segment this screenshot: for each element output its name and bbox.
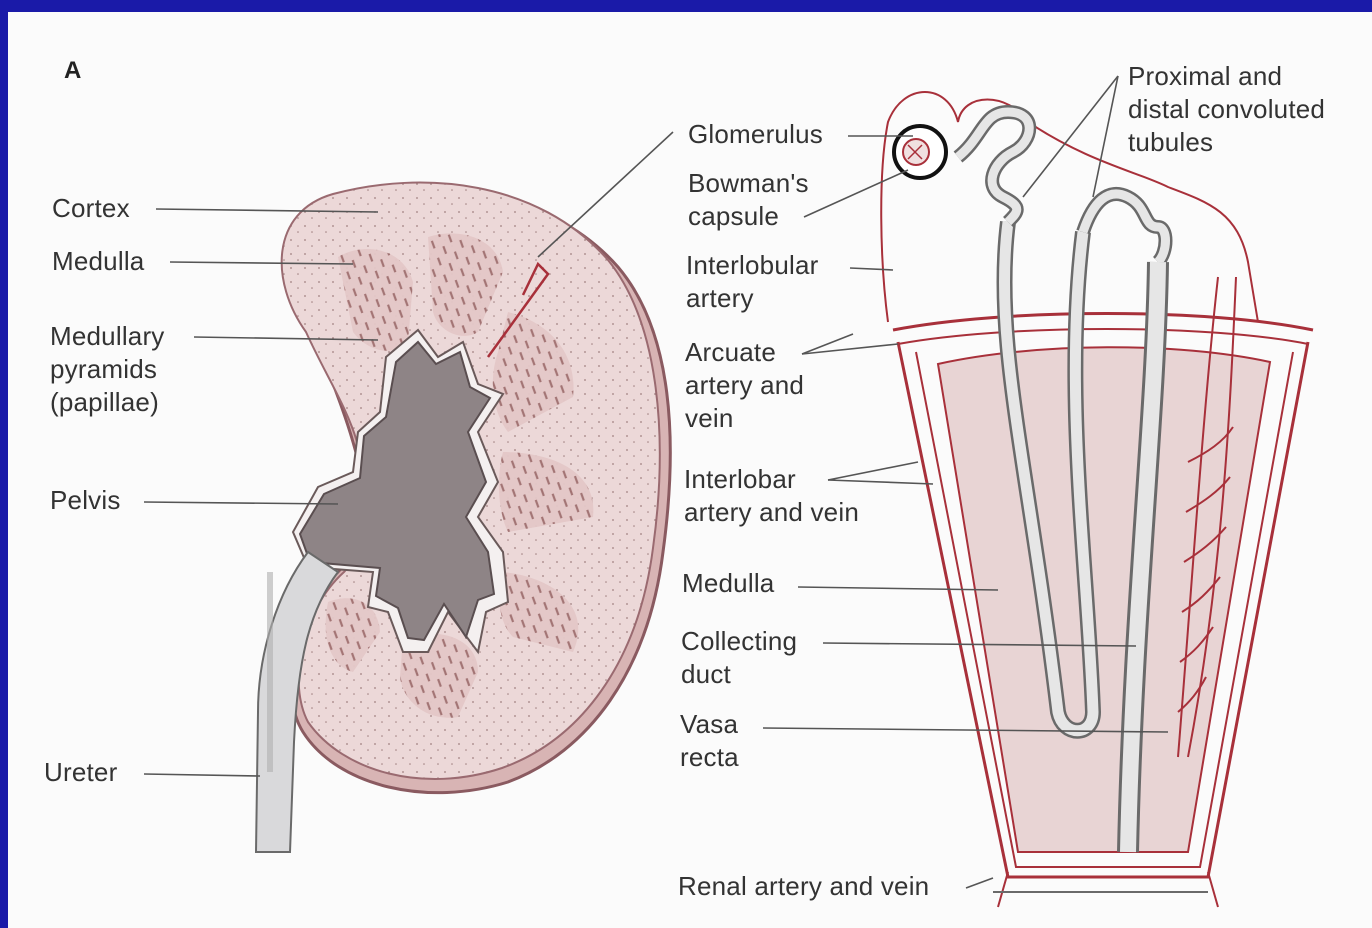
kidney-section <box>256 183 670 852</box>
label-arcuate: Arcuate artery and vein <box>685 336 804 435</box>
label-ureter: Ureter <box>44 756 117 789</box>
label-cortex: Cortex <box>52 192 130 225</box>
label-medullary-pyramids: Medullary pyramids (papillae) <box>50 320 165 419</box>
label-collecting-duct: Collecting duct <box>681 625 797 691</box>
label-interlobular-artery: Interlobular artery <box>686 249 818 315</box>
label-bowmans-capsule: Bowman's capsule <box>688 167 809 233</box>
label-vasa-recta: Vasa recta <box>680 708 739 774</box>
label-pelvis: Pelvis <box>50 484 121 517</box>
label-renal-artery-vein: Renal artery and vein <box>678 870 929 903</box>
diagram-canvas: A Cortex Medulla Medullary pyramids (pap… <box>8 12 1372 928</box>
lobule-detail <box>881 92 1313 907</box>
label-convoluted-tubules: Proximal and distal convoluted tubules <box>1128 60 1325 159</box>
label-glomerulus: Glomerulus <box>688 118 823 151</box>
label-interlobar: Interlobar artery and vein <box>684 463 859 529</box>
label-medulla-right: Medulla <box>682 567 774 600</box>
label-medulla-left: Medulla <box>52 245 144 278</box>
panel-letter: A <box>64 54 82 87</box>
